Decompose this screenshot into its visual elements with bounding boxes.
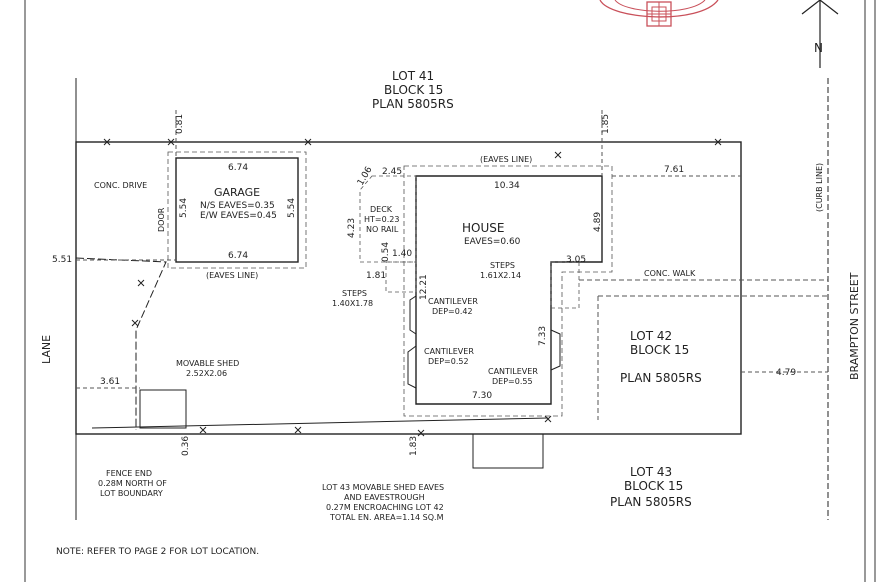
brampton-street-label: BRAMPTON STREET: [848, 272, 861, 380]
house-dim-bottom: 7.30: [472, 391, 492, 401]
dim-245: 2.45: [382, 167, 402, 177]
lot43-plan: PLAN 5805RS: [610, 495, 692, 509]
lot43-label: LOT 43: [630, 465, 672, 479]
lot43-block: BLOCK 15: [624, 479, 683, 493]
dim-423: 4.23: [347, 218, 357, 238]
conc-drive-label: CONC. DRIVE: [94, 181, 147, 190]
lot41-label: LOT 41: [392, 69, 434, 83]
house-eaves-line-label: (EAVES LINE): [480, 155, 532, 164]
dim-181: 1.81: [366, 271, 386, 281]
cantilever-1-label: CANTILEVER: [428, 297, 478, 306]
steps-left-label: STEPS: [342, 289, 367, 298]
garage-dim-right: 5.54: [287, 198, 297, 218]
lot41-plan: PLAN 5805RS: [372, 97, 454, 111]
steps-left-size: 1.40X1.78: [332, 299, 373, 308]
lot42-plan: PLAN 5805RS: [620, 371, 702, 385]
garage-eaves-line: [167, 151, 307, 269]
fence-line-south: [91, 417, 549, 429]
garage-door-label: DOOR: [157, 207, 166, 232]
dim-185: 1.85: [601, 114, 611, 134]
garage-eaves-line-label: (EAVES LINE): [206, 271, 258, 280]
dim-361: 3.61: [100, 377, 120, 387]
boundary-ticks: [103, 138, 722, 437]
movable-shed-outline: [139, 389, 187, 429]
steps-right-size: 1.61X2.14: [480, 271, 521, 280]
house-dim-right: 4.89: [593, 212, 603, 232]
garage-ns-eaves: N/S EAVES=0.35: [200, 201, 275, 211]
house-dim-step-right: 3.05: [566, 255, 586, 265]
lot-boundary: [75, 141, 742, 435]
conc-walk-label: CONC. WALK: [644, 269, 696, 278]
deck-label: DECK: [370, 205, 393, 214]
dim-140: 1.40: [392, 249, 412, 259]
house-eaves: EAVES=0.60: [464, 237, 521, 247]
cantilever-2-label: CANTILEVER: [424, 347, 474, 356]
lot42-label: LOT 42: [630, 329, 672, 343]
deck-height: HT=0.23: [364, 215, 399, 224]
dim-761: 7.61: [664, 165, 684, 175]
lot43-note-4: TOTAL EN. AREA=1.14 SQ.M: [329, 513, 444, 522]
house-dim-left-upper: 12.21: [419, 274, 429, 300]
lot43-note-1: LOT 43 MOVABLE SHED EAVES: [322, 483, 444, 492]
house-eaves-line: [403, 165, 613, 417]
garage-title: GARAGE: [214, 186, 260, 199]
cantilever-3-outline: [550, 329, 561, 371]
garage-dim-bottom: 6.74: [228, 251, 248, 261]
compass-rose-icon: [599, 0, 719, 27]
garage-outline: [175, 157, 299, 263]
steps-right-outline: [550, 261, 580, 309]
house-dim-top: 10.34: [494, 181, 520, 191]
dim-036: 0.36: [181, 436, 191, 456]
lot43-note-2: AND EAVESTROUGH: [344, 493, 425, 502]
dim-479: 4.79: [776, 368, 796, 378]
fence-end-label-1: FENCE END: [106, 469, 152, 478]
cantilever-1-outline: [409, 295, 417, 335]
steps-left-outline: [385, 261, 417, 293]
deck-rail: NO RAIL: [366, 225, 399, 234]
fence-end-label-2: 0.28M NORTH OF: [98, 479, 167, 488]
garage-dim-left: 5.54: [179, 198, 189, 218]
cantilever-3-depth: DEP=0.55: [492, 377, 533, 386]
curb-line-label: (CURB LINE): [815, 163, 824, 212]
fence-end-label-3: LOT BOUNDARY: [100, 489, 163, 498]
dim-054: 0.54: [381, 242, 391, 262]
shed-size: 2.52X2.06: [186, 369, 227, 378]
lot43-shed-outline: [472, 433, 544, 469]
house-dim-right-lower: 7.33: [538, 326, 548, 346]
garage-ew-eaves: E/W EAVES=0.45: [200, 211, 277, 221]
dim-183: 1.83: [409, 436, 419, 456]
north-arrow-icon: N: [801, 0, 839, 68]
cantilever-2-outline: [407, 345, 417, 389]
steps-right-label: STEPS: [490, 261, 515, 270]
north-label: N: [814, 41, 823, 55]
lot41-block: BLOCK 15: [384, 83, 443, 97]
lot42-block: BLOCK 15: [630, 343, 689, 357]
cantilever-1-depth: DEP=0.42: [432, 307, 473, 316]
fence-line-west: [75, 257, 167, 430]
page-note: NOTE: REFER TO PAGE 2 FOR LOT LOCATION.: [56, 547, 259, 557]
garage-dim-top: 6.74: [228, 163, 248, 173]
dim-081: 0.81: [175, 114, 185, 134]
lane-label: LANE: [40, 335, 53, 364]
house-title: HOUSE: [462, 221, 504, 235]
cantilever-3-label: CANTILEVER: [488, 367, 538, 376]
cantilever-2-depth: DEP=0.52: [428, 357, 469, 366]
lot43-note-3: 0.27M ENCROACHING LOT 42: [326, 503, 444, 512]
dim-551: 5.51: [52, 255, 72, 265]
shed-label: MOVABLE SHED: [176, 359, 239, 368]
